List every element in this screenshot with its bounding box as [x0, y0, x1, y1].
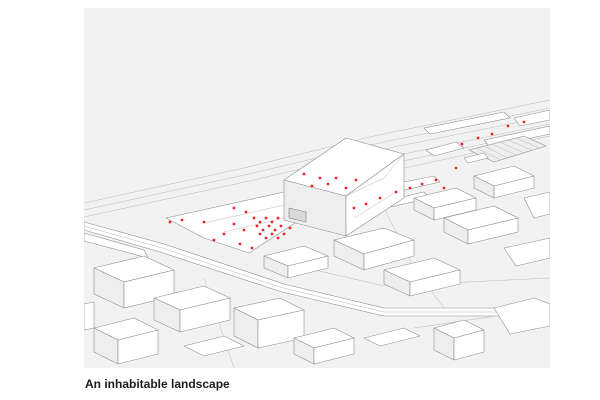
city-blocks-right [413, 165, 550, 267]
main-building [283, 137, 405, 237]
figure-caption: An inhabitable landscape [85, 377, 230, 391]
far-buildings [425, 109, 550, 164]
axonometric-svg [84, 8, 550, 368]
city-blocks-lower-right [363, 297, 550, 361]
axonometric-drawing [84, 8, 550, 368]
city-blocks-centre [263, 227, 461, 297]
city-blocks-lower-left [84, 255, 355, 365]
people-figures [168, 120, 526, 250]
